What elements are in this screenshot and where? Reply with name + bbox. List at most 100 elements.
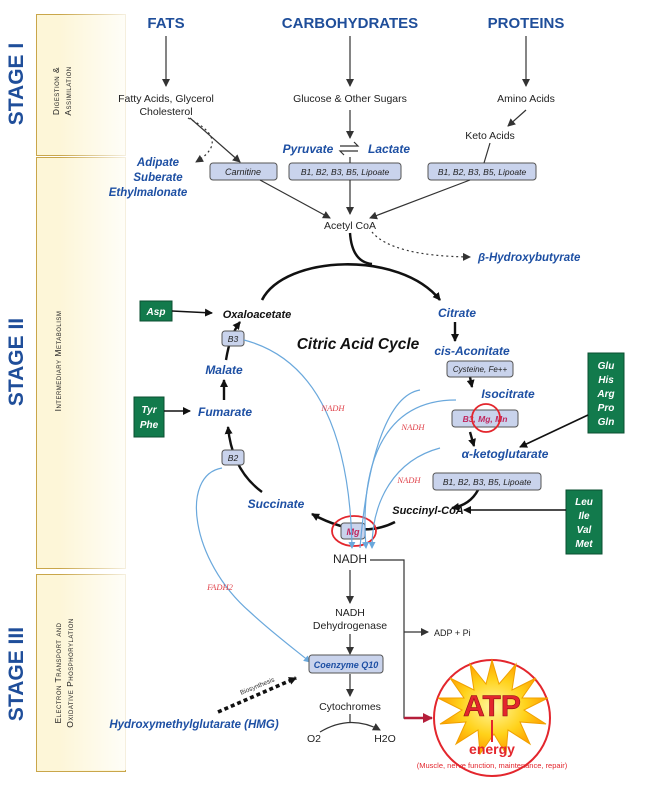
adp-bracket [370,559,420,719]
fatty-acids-line1: Fatty Acids, Glycerol [118,93,214,105]
hydroxybutyrate-label: β-Hydroxybutyrate [477,252,581,264]
cysteine-box [446,360,514,378]
arrow-fatty-to-carnitine [189,117,241,163]
ethylmalonate-label: Ethylmalonate [109,187,188,199]
nadh-dehydrogenase-line1: NADH [335,607,365,619]
energy-caption: (Muscle, nerve function, maintenance, re… [417,761,568,770]
suberate-label: Suberate [133,172,183,184]
isocitrate-cofactor-box [451,409,519,428]
pyruvate-cofactor-box [288,162,402,181]
panel-fade [60,14,140,770]
pyruvate-lactate-equilibrium-icon [338,141,360,156]
pro-label: Pro [598,403,615,414]
asp-label: Asp [146,307,166,318]
o2-to-h2o-arrow [319,721,381,733]
kg-cofactor-label: B1, B2, B3, B5, Lipoate [443,477,532,487]
val-label: Val [577,525,592,536]
hmg-label: Hydroxymethylglutarate (HMG) [109,719,279,731]
his-label: His [598,375,614,386]
nadh-red-label-1: NADH [320,403,345,413]
nadh-curve-kg [368,447,441,549]
isocitrate-label: Isocitrate [481,387,535,401]
succinate-label: Succinate [248,497,305,511]
cycle-arc-top [260,263,442,301]
cycle-aconitate-isocitrate [466,376,475,388]
fatty-acids-line2: Cholesterol [139,106,192,118]
nadh-red-label-2: NADH [400,422,425,432]
carnitine-label: Carnitine [225,167,261,177]
fats-label: FATS [147,15,184,32]
fumarate-label: Fumarate [198,405,252,419]
mg-label: Mg [347,527,360,537]
o2-label: O2 [307,733,321,745]
fadh2-label: FADH2 [206,582,234,592]
pyruvate-cofactor-label: B1, B2, B3, B5, Lipoate [301,167,390,177]
coenzyme-q10-label: Coenzyme Q10 [314,660,379,670]
citrate-label: Citrate [438,306,476,320]
ketoglutarate-label: α-ketoglutarate [462,447,549,461]
cycle-kg-succinyl [451,489,480,511]
keto-acids-label: Keto Acids [465,130,515,142]
pyruvate-label: Pyruvate [283,142,334,156]
arrow-keto-acetyl [369,179,471,220]
nadh-curve-pyruvate [359,389,421,549]
lactate-label: Lactate [368,142,410,156]
energy-label: energy [469,741,515,757]
keto-cofactor-box [427,162,537,181]
dotted-arrow-to-adipate [187,117,213,163]
glu-group-box [587,352,625,434]
acetyl-into-cycle [348,232,373,266]
glu-label: Glu [598,361,615,372]
isocitrate-cofactor-label: B3, Mg, Mn [463,414,508,424]
fadh2-curve [195,467,311,663]
acetyl-coa-label: Acetyl CoA [324,220,376,232]
arg-label: Arg [596,389,614,400]
cycle-isocitrate-kg [468,431,476,447]
biosynthesis-arrow [217,676,297,714]
adp-pi-label: ADP + Pi [434,628,471,638]
coenzyme-q10-box [308,654,384,674]
proteins-label: PROTEINS [488,15,565,32]
gln-label: Gln [598,417,615,428]
atp-label: ATP [463,690,521,723]
keto-cofactor-label: B1, B2, B3, B5, Lipoate [438,167,527,177]
atp-burst-icon [437,658,549,756]
b3-malate-label: B3 [228,334,239,344]
glucose-label: Glucose & Other Sugars [293,93,407,105]
ile-label: Ile [578,511,590,522]
kg-cofactor-box [432,472,542,491]
h2o-label: H2O [374,733,396,745]
adipate-label: Adipate [136,157,180,169]
arrow-amino-keto [507,109,527,127]
dotted-arrow-to-hydroxybutyrate [371,231,471,261]
b2-fumarate-box [221,449,245,466]
arrow-keto-cofactor [483,142,491,164]
malate-label: Malate [205,363,243,377]
cytochromes-label: Cytochromes [319,701,381,713]
nadh-red-label-3: NADH [396,475,421,485]
arrow-asp-oxaloacetate [171,308,213,317]
amino-acids-label: Amino Acids [497,93,555,105]
b2-fumarate-label: B2 [228,453,239,463]
nadh-dehydrogenase-line2: Dehydrogenase [313,620,387,632]
arrow-carnitine-acetyl [259,179,331,219]
leu-group-box [565,489,603,555]
met-label: Met [575,539,593,550]
tyr-phe-box [133,396,165,438]
oxaloacetate-label: Oxaloacetate [223,309,291,321]
nadh-curve-isocitrate [362,399,457,549]
carnitine-box [209,162,278,181]
nadh-main-label: NADH [333,552,367,566]
b3-malate-box [221,330,245,347]
arrow-glu-kg [519,414,589,448]
cis-aconitate-label: cis-Aconitate [434,344,510,358]
succinyl-coa-label: Succinyl-CoA [392,505,464,517]
tyr-label: Tyr [141,405,157,416]
cycle-title: Citric Acid Cycle [297,336,420,353]
leu-label: Leu [575,497,593,508]
phe-label: Phe [140,420,159,431]
nadh-curve-malate [243,339,356,549]
cysteine-label: Cysteine, Fe++ [453,365,508,374]
mg-highlight-circle-top [471,403,501,433]
